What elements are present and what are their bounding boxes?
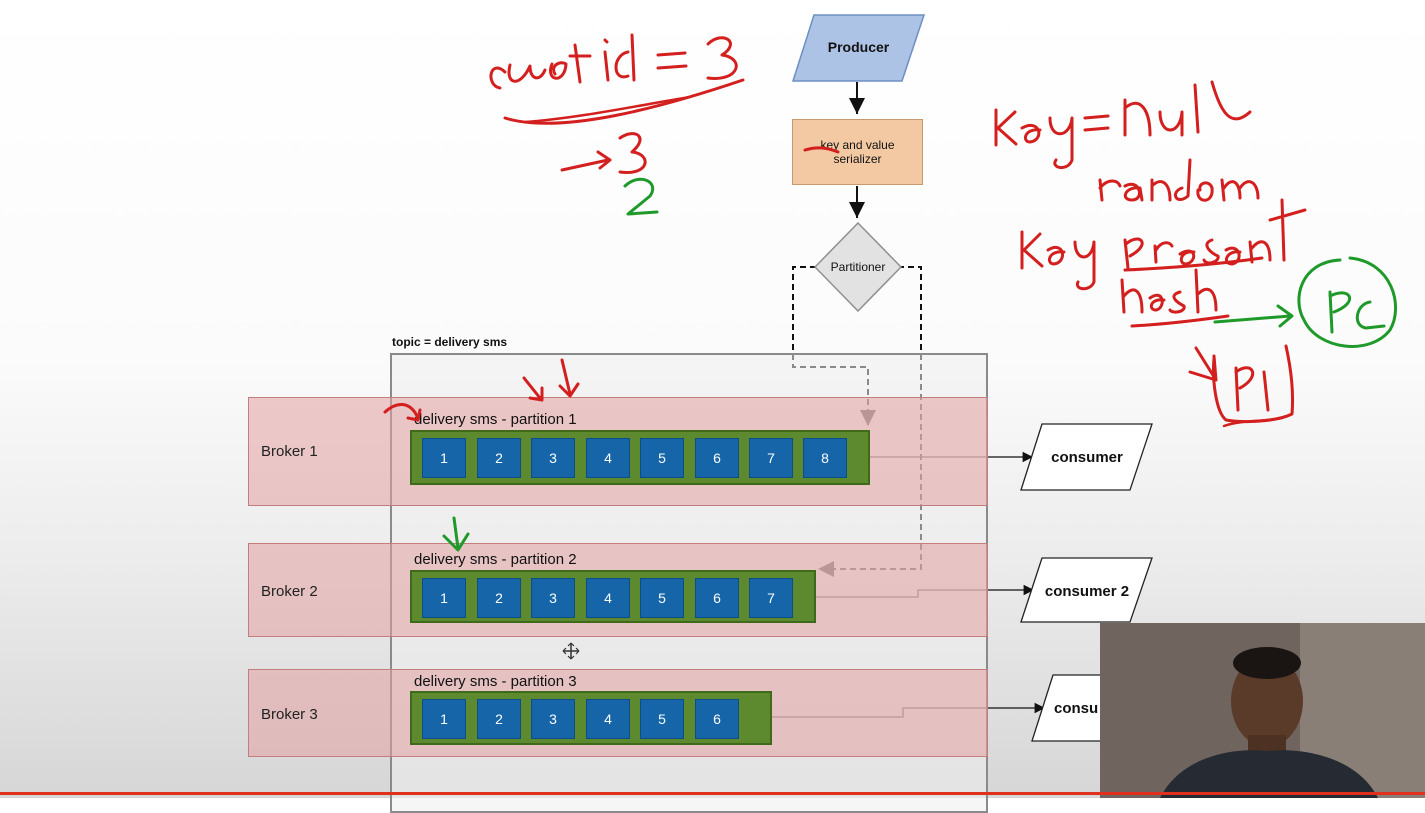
partition-2-label: delivery sms - partition 2 [414,551,577,568]
presenter-video [1100,623,1425,798]
partition-1-offset: 2 [477,438,521,478]
topic-title: topic = delivery sms [392,335,508,349]
webcam-overlay [1100,623,1425,798]
broker-3-label: Broker 3 [261,706,318,723]
ink-green-arrow-partition2 [442,516,470,552]
partition-3-bar[interactable]: 1 2 3 4 5 6 [410,691,772,745]
partition-3-offset: 2 [477,699,521,739]
partitioner-node[interactable] [814,222,902,312]
partition-1-offset: 8 [803,438,847,478]
broker-2-label: Broker 2 [261,583,318,600]
ink-green-circle [1297,256,1398,348]
consumer-3-node[interactable] [1031,674,1111,742]
partitioner-label: Partitioner [830,260,886,274]
partition-2-offset: 4 [586,578,630,618]
ink-red-p1 [1234,366,1270,412]
partition-1-offset: 6 [695,438,739,478]
ink-serializer-scribble [803,146,840,154]
ink-green-arrow-p2 [1213,304,1294,328]
consumer-2-label: consumer 2 [1044,583,1130,600]
partition-2-offset: 3 [531,578,575,618]
ink-red-arrow-offset3-b [558,358,580,398]
partition-2-offset: 6 [695,578,739,618]
serializer-node[interactable] [792,119,923,185]
producer-node[interactable] [792,14,925,82]
video-progress-bar[interactable] [0,792,1425,795]
partition-1-offset: 3 [531,438,575,478]
ink-hash [1120,268,1218,314]
partition-2-bar[interactable]: 1 2 3 4 5 6 7 [410,570,816,623]
ink-red-p1-box [1212,344,1295,424]
partition-1-offset: 4 [586,438,630,478]
ink-arrow-3 [560,132,647,174]
ink-present-underline [1123,256,1264,272]
consumer-1-label: consumer [1051,449,1123,466]
partition-1-offset: 7 [749,438,793,478]
partition-3-label: delivery sms - partition 3 [414,673,577,690]
ink-red-arrow-partition1 [383,403,422,422]
ink-custid-scribble [489,33,738,90]
partition-1-bar[interactable]: 1 2 3 4 5 6 7 8 [410,430,870,485]
partition-3-offset: 5 [640,699,684,739]
ink-green-2 [623,177,659,216]
consumer-2-node[interactable] [1020,557,1154,623]
ink-red-p1-underline [1222,416,1284,428]
ink-key-null [994,80,1252,169]
consumer-1-node[interactable] [1020,423,1154,491]
partition-2-offset: 2 [477,578,521,618]
partition-1-label: delivery sms - partition 1 [414,411,577,428]
ink-custid-underline-2 [523,95,692,124]
partition-3-offset: 4 [586,699,630,739]
ink-random [1098,158,1260,202]
partition-1-offset: 5 [640,438,684,478]
partition-2-offset: 7 [749,578,793,618]
serializer-label-line1: key and value [820,138,895,152]
ink-hash-underline [1130,314,1230,328]
partition-2-offset: 5 [640,578,684,618]
ink-red-arrow-offset3-a [522,376,544,402]
partition-2-offset: 1 [422,578,466,618]
ink-key-present [1020,198,1307,291]
partition-3-offset: 6 [695,699,739,739]
partition-3-offset: 1 [422,699,466,739]
producer-label: Producer [827,39,890,55]
consumer-3-label: consu [1054,700,1099,717]
ink-custid-underline [503,78,745,125]
broker-1-label: Broker 1 [261,443,318,460]
partition-3-offset: 3 [531,699,575,739]
move-cursor-icon [562,642,580,660]
partition-1-offset: 1 [422,438,466,478]
ink-green-p2 [1328,290,1386,334]
serializer-label-line2: serializer [833,152,882,166]
